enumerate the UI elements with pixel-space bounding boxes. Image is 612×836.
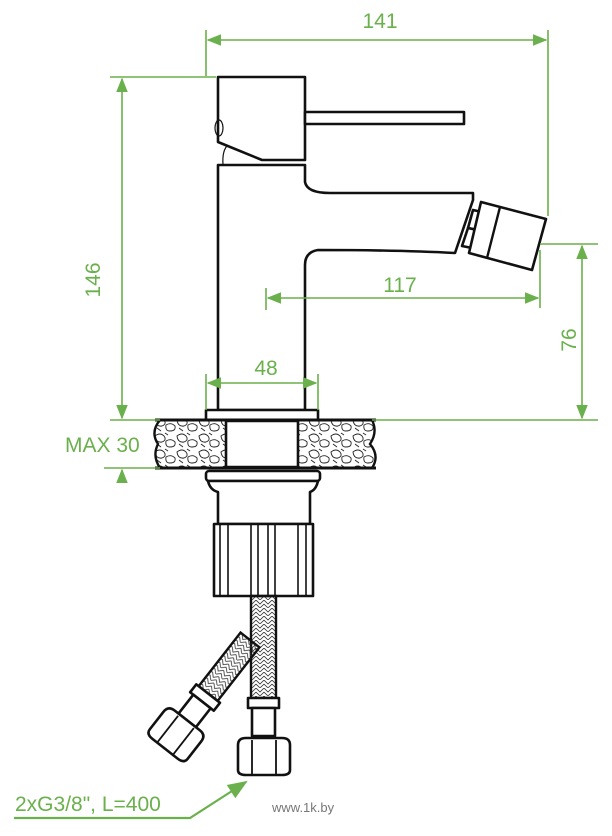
dim-overall-height: 146 <box>82 262 105 297</box>
faucet-outline <box>147 75 548 777</box>
dim-spout-height: 76 <box>558 328 581 351</box>
dim-base-diameter: 48 <box>254 357 277 380</box>
dim-hoses: 2xG3/8", L=400 <box>15 793 161 816</box>
dim-max-counter: MAX 30 <box>65 434 140 457</box>
dim-overall-width: 141 <box>362 10 397 33</box>
watermark: www.1k.by <box>271 800 335 815</box>
angled-hose <box>147 630 262 763</box>
dim-spout-reach: 117 <box>383 274 416 297</box>
dimension-lines <box>14 30 598 820</box>
straight-hose <box>236 594 292 777</box>
